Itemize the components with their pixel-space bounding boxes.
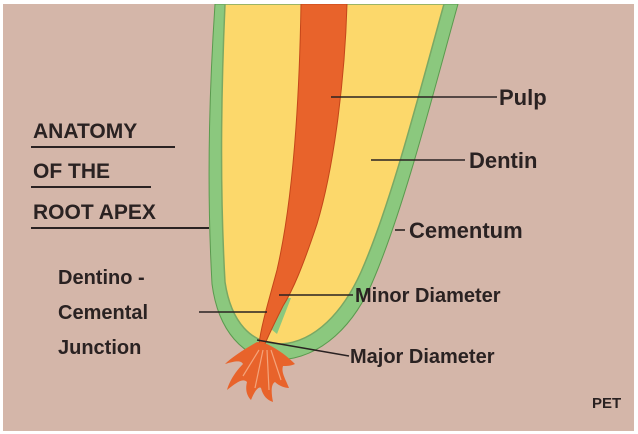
title-line-2: OF THE (33, 160, 110, 183)
dentin-label: Dentin (469, 148, 537, 173)
junction-label-line-2: Cemental (58, 302, 148, 324)
title-line-3: ROOT APEX (33, 201, 156, 224)
title-line-1: ANATOMY (33, 120, 137, 143)
major-diameter-label: Major Diameter (350, 346, 495, 368)
junction-label-line-1: Dentino - (58, 267, 145, 289)
signature: PET (592, 395, 621, 412)
junction-label-line-3: Junction (58, 337, 141, 359)
minor-diameter-label: Minor Diameter (355, 285, 501, 307)
figure-panel: ANATOMY OF THE ROOT APEX Pulp Dentin Cem… (3, 4, 634, 431)
root-apex-diagram: ANATOMY OF THE ROOT APEX Pulp Dentin Cem… (3, 4, 634, 431)
pulp-label: Pulp (499, 85, 547, 110)
cementum-label: Cementum (409, 218, 523, 243)
